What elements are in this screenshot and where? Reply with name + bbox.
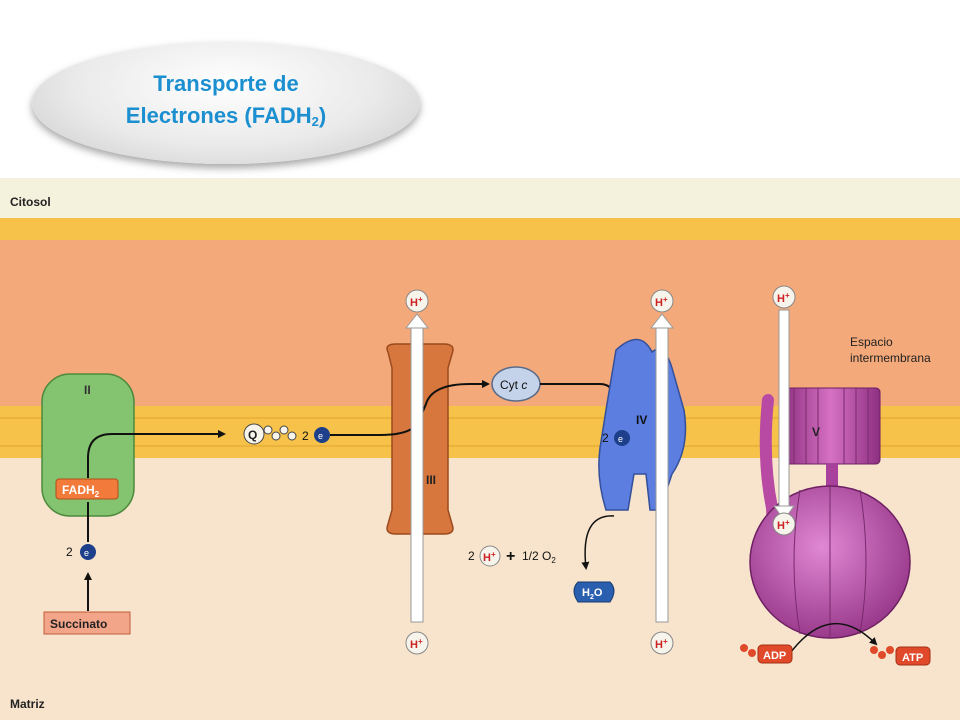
electron-label: e (84, 548, 89, 558)
cytosol-region (0, 178, 960, 218)
adp-box (757, 644, 793, 664)
matrix-label: Matriz (10, 697, 45, 711)
proton-label: H+ (655, 295, 668, 309)
proton-icon (772, 512, 796, 536)
cytosol-label: Citosol (10, 195, 51, 209)
intermembrane-label-1: Espacio (850, 335, 893, 349)
atp-box (895, 646, 931, 666)
title-line-2-main: Electrones (FADH (125, 103, 312, 128)
intermembrane-space (0, 240, 960, 280)
title-line-2: Electrones (FADH2) (86, 100, 366, 138)
water-arrow (581, 515, 615, 570)
proton-icon (405, 289, 429, 313)
f1-subunit-line (859, 489, 867, 635)
f1-subunit-line (793, 489, 801, 635)
electron-icon (80, 544, 96, 560)
fadh2-label: FADH2 (62, 483, 100, 499)
proton-label: H+ (655, 637, 668, 651)
succinato-label: Succinato (50, 617, 107, 631)
isoprene-unit (271, 431, 281, 441)
proton-icon (479, 545, 501, 567)
phosphate-icon (878, 651, 886, 659)
phosphate-icon (886, 646, 894, 654)
phosphate-icon (748, 649, 756, 657)
cytc-label: Cyt c (500, 378, 527, 392)
water-molecule (573, 581, 615, 603)
q-label: Q (248, 428, 257, 442)
proton-channel-iv (655, 323, 669, 623)
proton-channel-v (778, 309, 790, 511)
proton-label: H+ (777, 291, 790, 305)
ubiquinone-icon (243, 423, 265, 445)
electron-icon (614, 430, 630, 446)
isoprene-unit (263, 425, 273, 435)
isoprene-unit (279, 425, 289, 435)
page-title: Transporte de Electrones (FADH2) (86, 68, 366, 138)
oxygen-label: 1/2 O2 (522, 549, 556, 565)
outer-membrane (0, 218, 960, 240)
complex-v-label: V (812, 425, 820, 439)
proton-icon (772, 285, 796, 309)
complex-iv-label: IV (636, 413, 647, 427)
complex-ii-label: II (84, 383, 91, 397)
proton-label: H+ (483, 550, 496, 564)
electron-transport-diagram: Citosol Matriz Espacio intermembrana II … (0, 178, 960, 720)
electron-label: e (318, 431, 323, 441)
proton-label: H+ (777, 518, 790, 532)
water-label: H2O (582, 587, 603, 601)
title-line-2-sub: 2 (311, 114, 319, 129)
succinato-box (43, 611, 131, 635)
proton-icon (405, 631, 429, 655)
electron-icon (314, 427, 330, 443)
title-badge: Transporte de Electrones (FADH2) (32, 42, 420, 164)
proton-label: H+ (410, 637, 423, 651)
complex-v-fo (781, 387, 881, 465)
electron-flow-to-q (87, 430, 226, 478)
atp-synthesis-arrow (787, 622, 878, 657)
intermembrane-space-lower (0, 280, 960, 406)
proton-label: H+ (410, 295, 423, 309)
electron-count-iv: 2 (602, 431, 609, 445)
plus-sign: + (506, 548, 515, 565)
intermembrane-label-2: intermembrana (850, 351, 931, 365)
fadh2-box (55, 478, 119, 500)
proton-count: 2 (468, 549, 475, 563)
title-line-1: Transporte de (153, 71, 299, 96)
electron-count-q: 2 (302, 429, 309, 443)
proton-icon (650, 631, 674, 655)
title-line-2-end: ) (318, 103, 327, 128)
proton-channel-iii (410, 323, 424, 623)
electron-count-ii: 2 (66, 545, 73, 559)
adp-label: ADP (763, 650, 786, 662)
proton-arrowhead (404, 313, 430, 329)
isoprene-unit (287, 431, 297, 441)
atp-label: ATP (902, 652, 923, 664)
phosphate-icon (740, 644, 748, 652)
proton-icon (650, 289, 674, 313)
electron-label: e (618, 434, 623, 444)
proton-arrowhead (649, 313, 675, 329)
complex-iii-label: III (426, 473, 436, 487)
phosphate-icon (870, 646, 878, 654)
